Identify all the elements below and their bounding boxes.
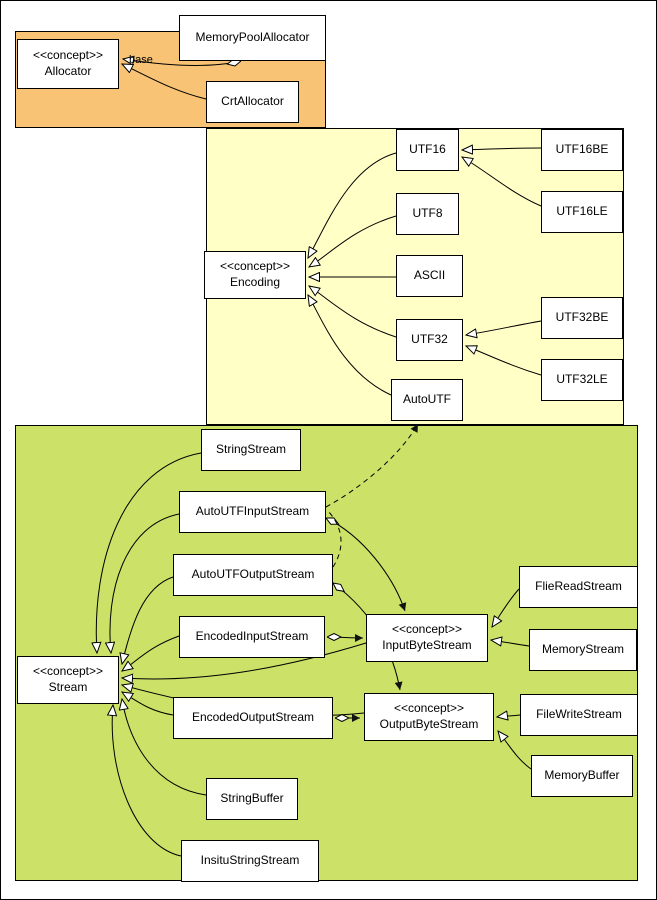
node-stringbuffer[interactable]: StringBuffer <box>206 778 298 820</box>
node-stringstream[interactable]: StringStream <box>201 429 301 471</box>
node-memorystream[interactable]: MemoryStream <box>529 629 637 671</box>
node-memorypoolallocator[interactable]: MemoryPoolAllocator <box>179 15 326 61</box>
node-utf16[interactable]: UTF16 <box>396 129 459 171</box>
node-encodedoutputstream[interactable]: EncodedOutputStream <box>173 697 333 739</box>
node-ascii[interactable]: ASCII <box>396 255 463 297</box>
node-encodedinputstream[interactable]: EncodedInputStream <box>179 616 325 658</box>
node-utf32le[interactable]: UTF32LE <box>541 359 623 401</box>
node-autoutfinputstream[interactable]: AutoUTFInputStream <box>179 491 326 533</box>
node-utf32[interactable]: UTF32 <box>396 319 463 361</box>
node-crtallocator[interactable]: CrtAllocator <box>206 81 299 123</box>
edge-label-base: base <box>129 54 153 66</box>
node-allocator[interactable]: <<concept>> Allocator <box>17 39 119 89</box>
node-utf16le[interactable]: UTF16LE <box>541 191 623 233</box>
node-inputbytestream[interactable]: <<concept>> InputByteStream <box>366 614 488 662</box>
node-fliereadstream[interactable]: FlieReadStream <box>519 566 638 608</box>
node-stream[interactable]: <<concept>> Stream <box>17 656 119 704</box>
node-autoutfoutputstream[interactable]: AutoUTFOutputStream <box>173 554 333 596</box>
node-autoutf[interactable]: AutoUTF <box>391 379 463 421</box>
node-memorybuffer[interactable]: MemoryBuffer <box>531 755 633 797</box>
node-utf16be[interactable]: UTF16BE <box>541 129 623 171</box>
node-utf8[interactable]: UTF8 <box>396 193 459 235</box>
node-outputbytestream[interactable]: <<concept>> OutputByteStream <box>364 693 494 741</box>
node-utf32be[interactable]: UTF32BE <box>541 297 623 339</box>
node-filewritestream[interactable]: FileWriteStream <box>520 694 638 736</box>
node-insitustringstream[interactable]: InsituStringStream <box>181 840 319 882</box>
node-encoding[interactable]: <<concept>> Encoding <box>204 251 306 299</box>
